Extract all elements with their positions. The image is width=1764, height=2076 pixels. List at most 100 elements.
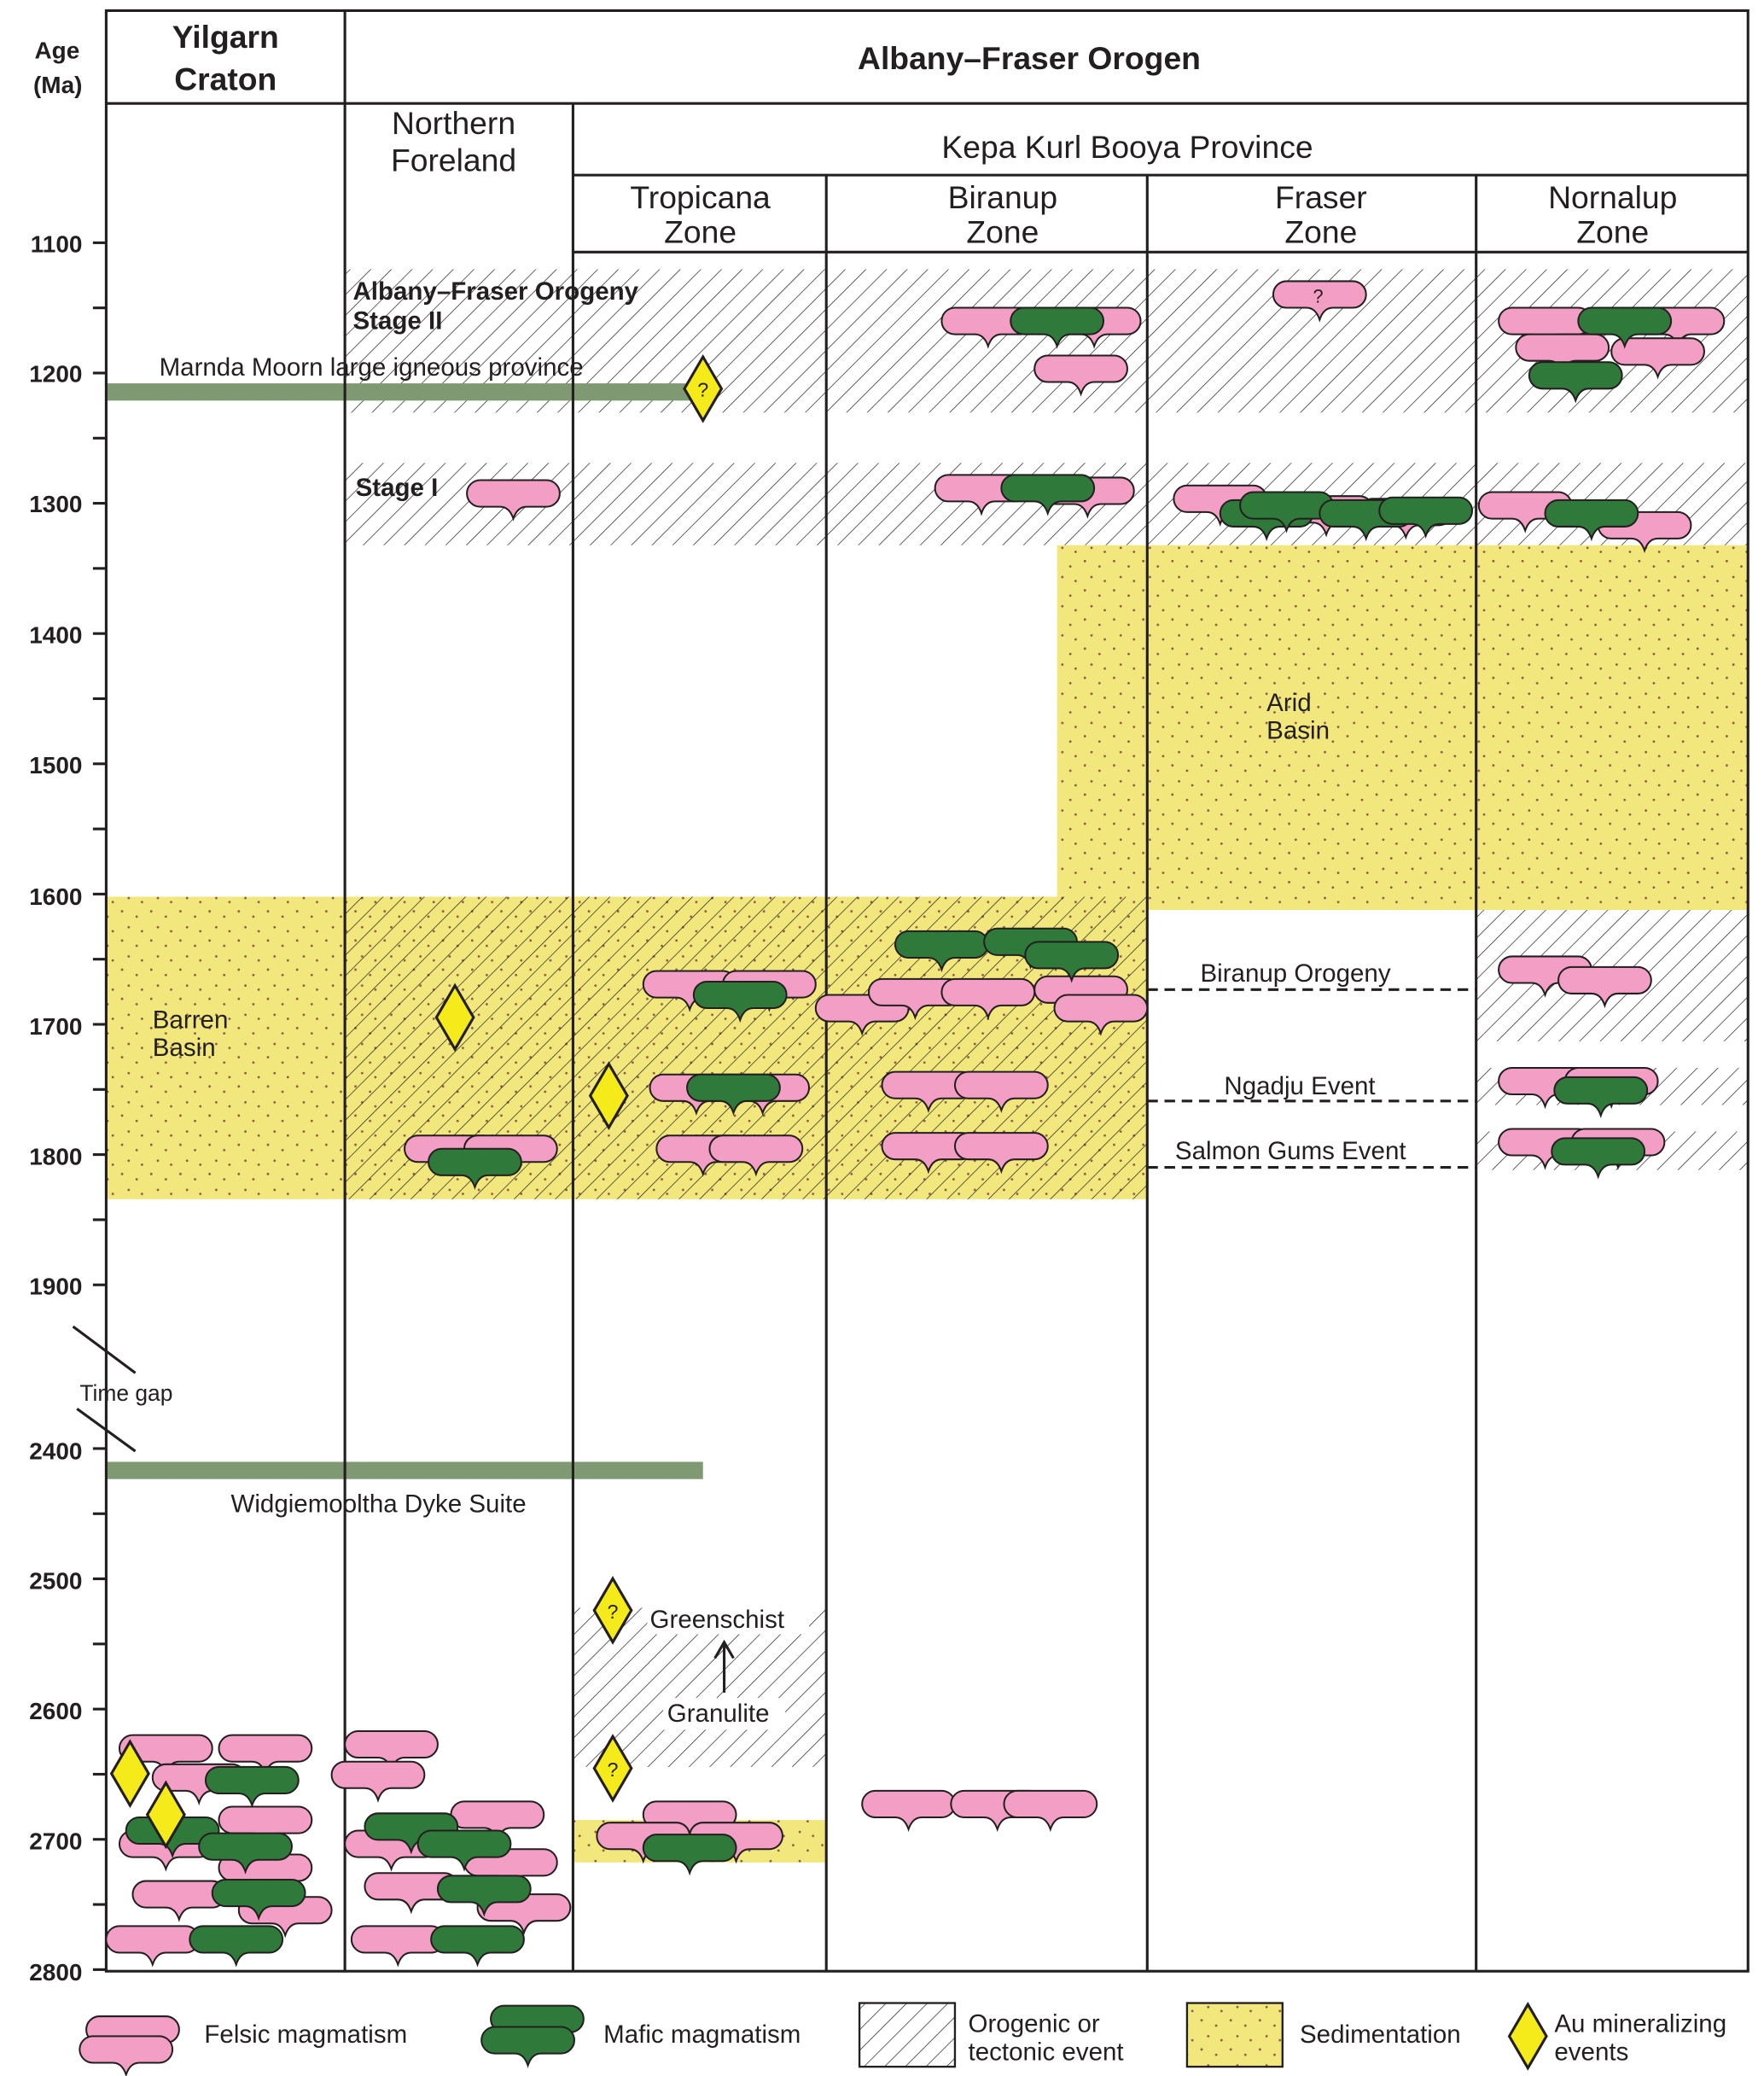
felsic-magmatism-symbol <box>708 1134 804 1177</box>
widgiemooltha-label: Widgiemooltha Dyke Suite <box>230 1490 526 1519</box>
tick-label: 1600 <box>29 883 82 910</box>
mafic-magmatism-symbol <box>686 1073 781 1116</box>
legend-orogenic-label-2: tectonic event <box>969 2038 1124 2066</box>
barren-basin-label: Barren <box>153 1006 229 1034</box>
age-unit-label: (Ma) <box>33 72 82 98</box>
yilgarn-header: Yilgarn <box>172 19 279 55</box>
tick-label: 1300 <box>29 491 82 517</box>
felsic-magmatism-symbol <box>131 1880 227 1922</box>
mafic-magmatism-symbol <box>1551 1137 1645 1180</box>
granulite-label: Granulite <box>667 1700 770 1728</box>
mafic-magmatism-symbol <box>416 1829 512 1872</box>
felsic-magmatism-symbol <box>1053 994 1149 1036</box>
felsic-magmatism-symbol <box>466 479 561 522</box>
arid-basin <box>1057 545 1749 911</box>
tick-label: 2500 <box>29 1568 82 1595</box>
svg-text:?: ? <box>608 1601 619 1623</box>
legend-orogenic-label: Orogenic or <box>969 2010 1100 2038</box>
mafic-magmatism-symbol <box>430 1925 525 1968</box>
arrow-up-icon <box>713 1639 735 1693</box>
felsic-magmatism-symbol <box>1557 965 1652 1009</box>
zone-header: Biranup <box>948 179 1058 215</box>
legend-au-label-2: events <box>1554 2038 1628 2066</box>
zone-header: Zone <box>1284 213 1357 249</box>
legend-felsic-label: Felsic magmatism <box>204 2021 407 2049</box>
arid-basin-label: Arid <box>1266 689 1312 717</box>
widgiemooltha-bar <box>106 1461 703 1479</box>
mafic-magmatism-symbol <box>1544 499 1639 542</box>
legend-mafic-icon <box>480 2026 575 2068</box>
tick-label: 1900 <box>29 1274 82 1300</box>
age-axis: 1100 1200 1300 1400 1500 1600 1700 1800 … <box>29 230 172 1986</box>
marnda-moorn-bar <box>106 383 703 401</box>
afo-stage2-label: Albany–Fraser Orogeny <box>352 277 638 306</box>
zone-header: Zone <box>1576 213 1649 249</box>
mafic-magmatism-symbol <box>642 1834 737 1876</box>
tick-label: 1200 <box>29 361 82 388</box>
salmon-gums-event-label: Salmon Gums Event <box>1175 1137 1406 1165</box>
mafic-magmatism-symbol <box>1577 306 1673 349</box>
svg-text:?: ? <box>697 379 708 401</box>
afo-stage2-label-2: Stage II <box>352 306 442 335</box>
mafic-magmatism-symbol <box>1010 306 1104 349</box>
tick-label: 1500 <box>29 752 82 778</box>
felsic-magmatism-symbol <box>861 1789 956 1833</box>
legend-mafic-label: Mafic magmatism <box>603 2021 800 2049</box>
tick-label: 1700 <box>29 1013 82 1040</box>
tick-label: 2700 <box>29 1828 82 1854</box>
mafic-magmatism-symbol <box>189 1925 284 1968</box>
zone-header: Fraser <box>1275 179 1367 215</box>
legend-sedimentation-label: Sedimentation <box>1300 2021 1461 2049</box>
zone-header: Zone <box>966 213 1039 249</box>
au-mineralizing-diamond-icon: ? <box>683 353 724 423</box>
zone-header: Zone <box>664 213 736 249</box>
uncertain-mark: ? <box>1313 285 1324 306</box>
mafic-magmatism-symbol <box>364 1812 459 1855</box>
barren-basin-label-2: Basin <box>153 1034 216 1062</box>
mafic-magmatism-symbol <box>1528 361 1623 404</box>
au-mineralizing-diamond-icon: ? <box>592 1734 633 1803</box>
au-mineralizing-diamond-icon <box>434 983 475 1053</box>
mafic-magmatism-symbol <box>692 980 788 1023</box>
mafic-magmatism-symbol <box>205 1765 300 1809</box>
felsic-magmatism-symbol <box>350 1925 445 1968</box>
table-frame <box>104 9 1749 1973</box>
felsic-magmatism-symbol <box>476 1893 572 1936</box>
felsic-magmatism-symbol <box>954 1132 1049 1175</box>
au-mineralizing-diamond-icon <box>109 1739 150 1809</box>
mafic-magmatism-symbol <box>436 1875 532 1917</box>
zone-header: Tropicana <box>630 179 771 215</box>
northern-foreland-header-2: Foreland <box>391 142 516 178</box>
zone-header: Nornalup <box>1548 179 1677 215</box>
yilgarn-header-2: Craton <box>174 61 277 97</box>
tick-label: 2600 <box>29 1698 82 1724</box>
au-mineralizing-diamond-icon <box>145 1780 186 1850</box>
greenschist-label: Greenschist <box>650 1606 784 1634</box>
tick-label: 2800 <box>29 1959 82 1986</box>
arid-basin-label-2: Basin <box>1266 717 1330 745</box>
tick-label: 1800 <box>29 1143 82 1169</box>
tick-label: 2400 <box>29 1437 82 1464</box>
felsic-magmatism-symbol <box>1033 354 1128 397</box>
mafic-magmatism-symbol <box>1378 496 1473 539</box>
time-gap-marks <box>72 1325 137 1453</box>
mafic-magmatism-symbol <box>211 1878 306 1921</box>
ngadju-event-label: Ngadju Event <box>1224 1072 1375 1100</box>
legend-felsic-icon <box>79 2035 174 2076</box>
mafic-magmatism-symbol <box>1553 1076 1649 1119</box>
legend: Felsic magmatism Mafic magmatism Orogeni… <box>79 2002 1726 2076</box>
mafic-magmatism-symbol <box>428 1147 522 1191</box>
felsic-magmatism-symbol <box>330 1760 426 1803</box>
felsic-magmatism-symbol <box>954 1070 1049 1113</box>
northern-foreland-header: Northern <box>392 105 515 141</box>
tick-label: 1400 <box>29 622 82 649</box>
au-mineralizing-diamond-icon <box>588 1061 629 1130</box>
biranup-orogeny-label: Biranup Orogeny <box>1200 959 1390 988</box>
marnda-moorn-label: Marnda Moorn large igneous province <box>160 353 584 382</box>
au-mineralizing-diamond-icon <box>1507 2002 1548 2071</box>
svg-text:?: ? <box>608 1758 619 1781</box>
mafic-magmatism-symbol <box>198 1832 293 1875</box>
sedimentation-areas <box>106 545 1749 1863</box>
felsic-magmatism-symbol <box>1003 1789 1098 1833</box>
zone-headers: Tropicana Zone Biranup Zone Fraser Zone … <box>630 179 1677 249</box>
